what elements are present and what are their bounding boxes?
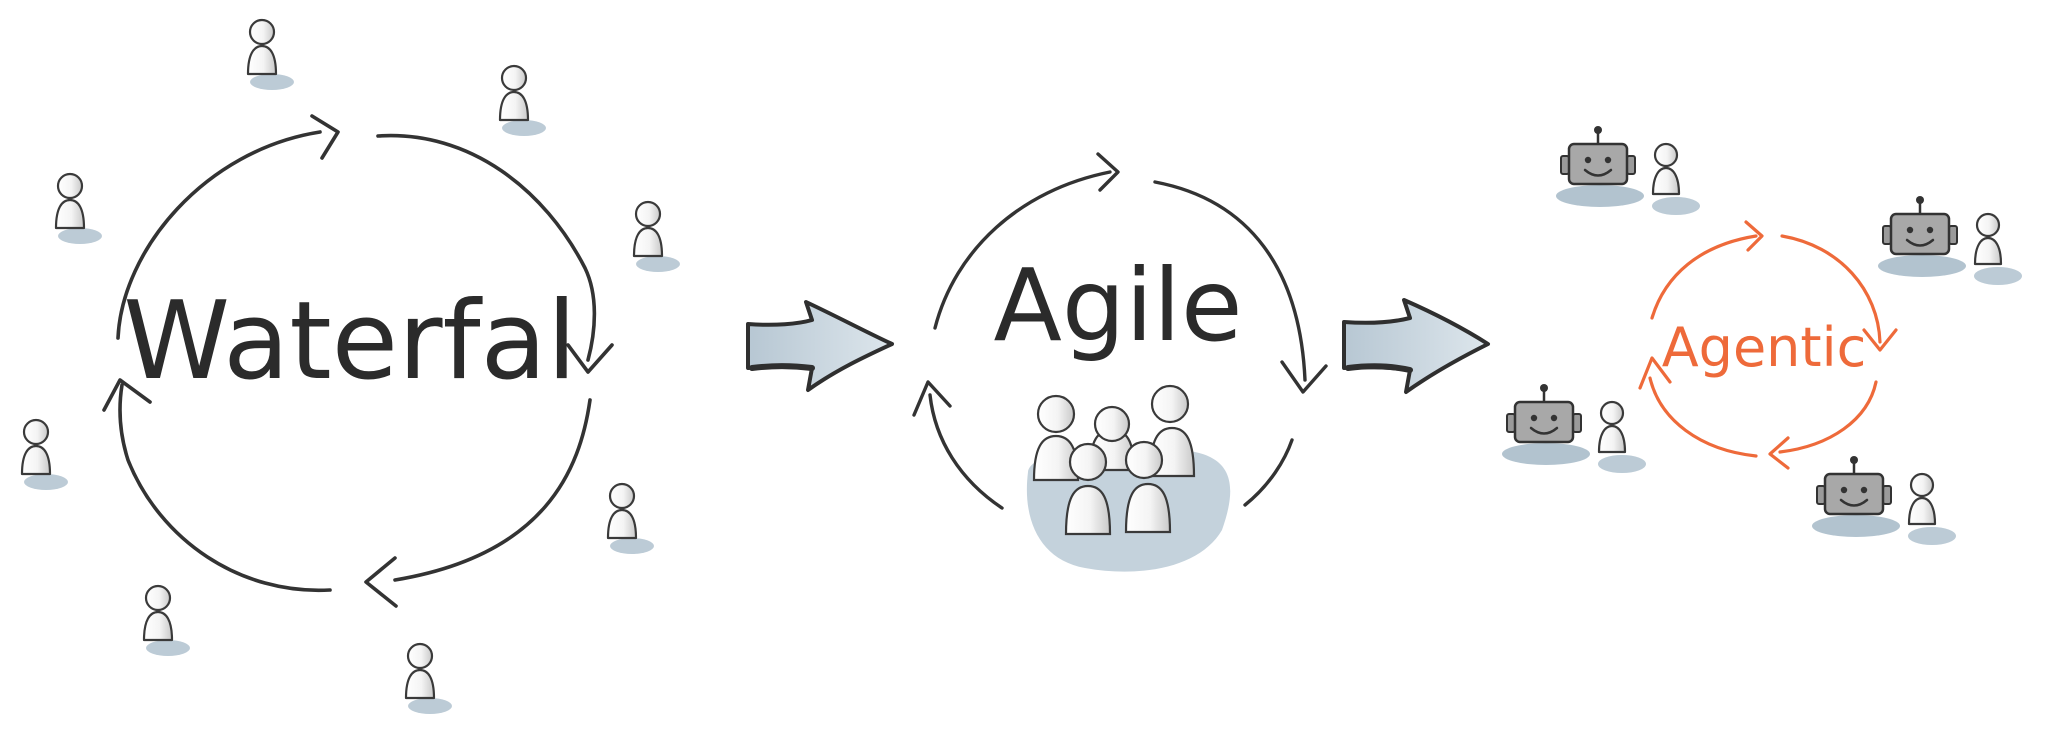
- agile-label: Agile: [994, 247, 1243, 364]
- waterfall-label: Waterfal: [123, 279, 576, 404]
- person-icon: [632, 200, 682, 274]
- agile-stage: Agile: [912, 152, 1328, 572]
- person-icon: [606, 482, 656, 556]
- robot-icon: [1502, 384, 1646, 473]
- robot-icon: [1812, 456, 1956, 545]
- waterfall-stage: Waterfal: [20, 18, 682, 716]
- agentic-stage: Agentic: [1502, 126, 2022, 545]
- person-icon: [142, 584, 192, 658]
- agentic-cycle-arrows: [1638, 220, 1898, 470]
- person-icon: [498, 64, 548, 138]
- agile-cycle-arrows: [912, 152, 1328, 510]
- team-icon: [1026, 384, 1231, 572]
- person-icon: [54, 172, 104, 246]
- transition-arrow-icon: [1342, 298, 1490, 394]
- robot-icon: [1556, 126, 1700, 215]
- robot-icon: [1878, 196, 2022, 285]
- transition-arrow-icon: [746, 300, 894, 392]
- waterfall-cycle-arrows: [102, 114, 614, 608]
- person-icon: [20, 418, 70, 492]
- person-icon: [246, 18, 296, 92]
- person-icon: [404, 642, 454, 716]
- agentic-label: Agentic: [1662, 316, 1867, 379]
